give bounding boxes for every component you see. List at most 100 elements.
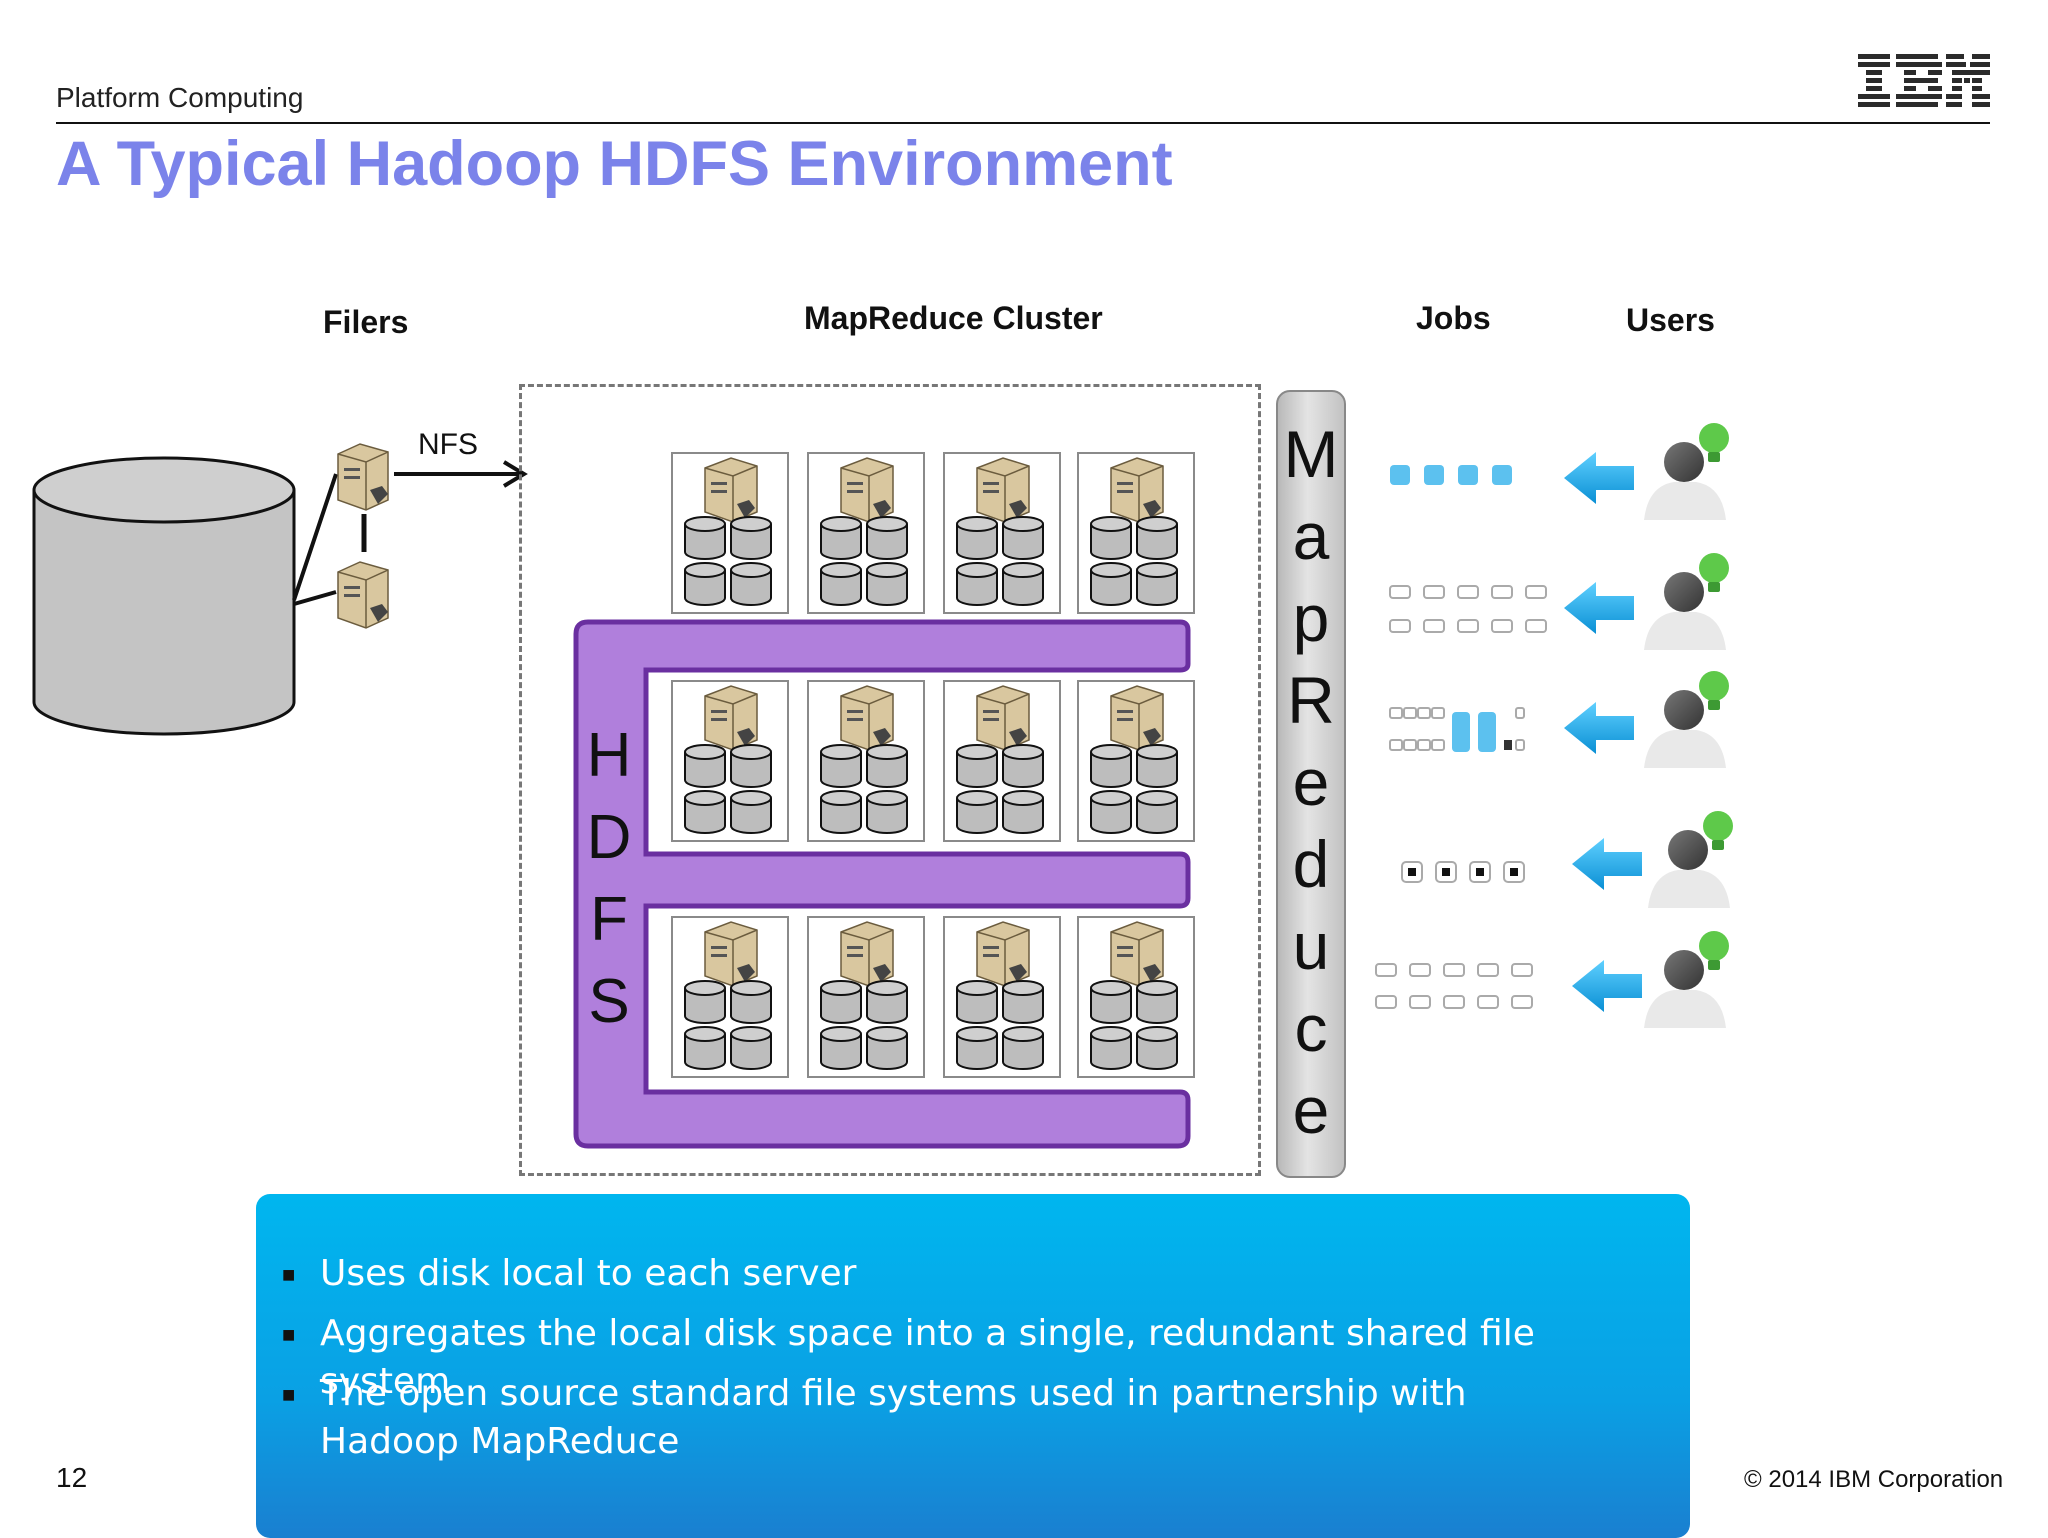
cluster-node [1077, 680, 1195, 842]
user-idea-icon [1644, 423, 1729, 520]
cluster-node [943, 452, 1061, 614]
disk-icon [1136, 790, 1178, 834]
disk-icon [1002, 744, 1044, 788]
disk-icon [1002, 562, 1044, 606]
user-idea-icon [1644, 553, 1729, 650]
bullet-marker-icon: ■ [282, 1322, 296, 1347]
disk-icon [1090, 744, 1132, 788]
job-queue-icon [1401, 861, 1525, 883]
user-idea-icon [1644, 671, 1729, 768]
disk-icon [1090, 562, 1132, 606]
disk-icon [866, 744, 908, 788]
filers-diagram [32, 443, 389, 736]
disk-icon [730, 790, 772, 834]
disk-icon [820, 980, 862, 1024]
disk-icon [730, 562, 772, 606]
disk-icon [1090, 1026, 1132, 1070]
disk-icon [1002, 790, 1044, 834]
disk-icon [1136, 744, 1178, 788]
disk-icon [820, 744, 862, 788]
disk-icon [956, 562, 998, 606]
mapreduce-letter: R [1287, 663, 1335, 737]
disk-icon [684, 1026, 726, 1070]
submit-arrow-icon [1572, 960, 1642, 1012]
disk-icon [820, 562, 862, 606]
disk-icon [956, 790, 998, 834]
mapreduce-letter: p [1292, 581, 1330, 655]
mapreduce-letter: a [1292, 499, 1330, 573]
disk-icon [866, 516, 908, 560]
submit-arrow-icon [1564, 452, 1634, 504]
cluster-node [807, 452, 925, 614]
disk-icon [820, 790, 862, 834]
mapreduce-cluster-boundary [519, 384, 1261, 1176]
disk-icon [956, 516, 998, 560]
copyright: © 2014 IBM Corporation [1744, 1466, 2004, 1493]
disk-icon [684, 562, 726, 606]
job-queue-icon [1389, 707, 1525, 752]
disk-icon [684, 790, 726, 834]
server-icon [704, 921, 758, 987]
disk-icon [684, 744, 726, 788]
disk-icon [730, 744, 772, 788]
user-idea-icon [1648, 811, 1733, 908]
cluster-node [1077, 916, 1195, 1078]
server-icon [1110, 457, 1164, 523]
disk-icon [956, 980, 998, 1024]
job-queue-icon [1389, 585, 1547, 633]
header-rule [56, 122, 1990, 124]
server-icon [976, 685, 1030, 751]
cluster-node [671, 452, 789, 614]
disk-icon [820, 1026, 862, 1070]
submit-arrow-icon [1564, 702, 1634, 754]
disk-icon [866, 980, 908, 1024]
submit-arrow-icon [1564, 582, 1634, 634]
hdfs-letter: H [586, 721, 632, 790]
job-queue-icon [1390, 465, 1512, 485]
mapreduce-bar [1276, 390, 1346, 1178]
server-icon [1110, 921, 1164, 987]
hdfs-letter: F [590, 885, 628, 954]
bullet-marker-icon: ■ [282, 1382, 296, 1407]
disk-icon [1136, 1026, 1178, 1070]
filers-label: Filers [323, 304, 409, 340]
mapreduce-letter: M [1283, 417, 1339, 491]
cluster-label: MapReduce Cluster [804, 300, 1103, 336]
slide-title: A Typical Hadoop HDFS Environment [56, 129, 1173, 199]
bullet-text: Aggregates the local disk space into a s… [320, 1313, 1535, 1402]
disk-icon [956, 744, 998, 788]
mapreduce-letter: d [1292, 827, 1330, 901]
disk-icon [956, 1026, 998, 1070]
storage-cylinder-icon [32, 456, 296, 736]
disk-icon [866, 562, 908, 606]
cluster-node [807, 680, 925, 842]
disk-icon [1136, 516, 1178, 560]
disk-icon [1136, 562, 1178, 606]
server-icon [704, 457, 758, 523]
disk-icon [730, 516, 772, 560]
cluster-node [807, 916, 925, 1078]
disk-icon [1002, 516, 1044, 560]
server-icon [976, 921, 1030, 987]
disk-icon [866, 1026, 908, 1070]
hdfs-shape [573, 619, 1191, 1149]
server-icon [704, 685, 758, 751]
cluster-node [1077, 452, 1195, 614]
disk-icon [820, 516, 862, 560]
server-icon [840, 685, 894, 751]
cluster-node [943, 680, 1061, 842]
mapreduce-letter: e [1292, 745, 1330, 819]
submit-arrow-icon [1572, 838, 1642, 890]
bullet-text: Uses disk local to each server [320, 1253, 857, 1294]
disk-icon [1090, 980, 1132, 1024]
nfs-arrow-icon [394, 460, 528, 488]
bullet-marker-icon: ■ [282, 1262, 296, 1287]
disk-icon [1136, 980, 1178, 1024]
jobs-users-panel [1375, 423, 1733, 1028]
mapreduce-letter: e [1292, 1073, 1330, 1147]
mapreduce-letter: c [1294, 991, 1328, 1065]
bullet-text: The open source standard file systems us… [320, 1373, 1467, 1462]
disk-icon [1090, 790, 1132, 834]
server-icon [1110, 685, 1164, 751]
filer-server-icon [337, 443, 389, 511]
